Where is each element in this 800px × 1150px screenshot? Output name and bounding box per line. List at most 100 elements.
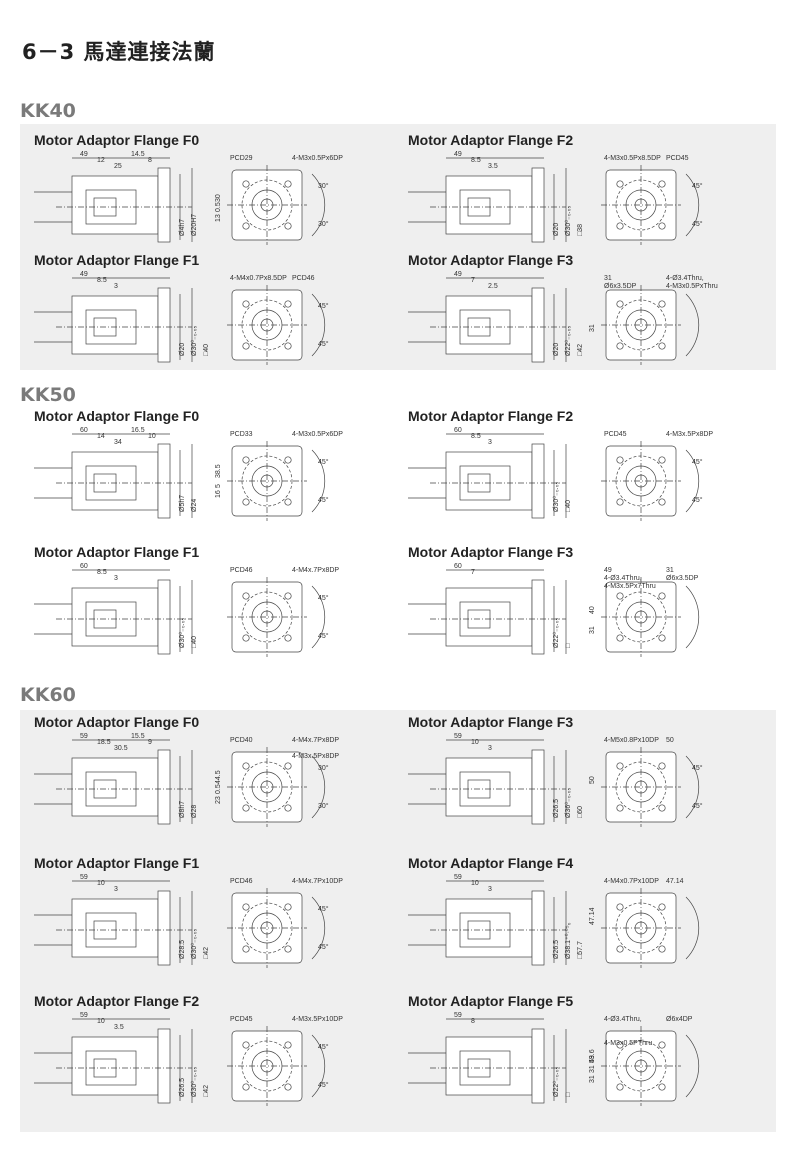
side-dimension-label: 9 bbox=[148, 739, 152, 746]
front-dimension-label: 0.5 bbox=[215, 202, 222, 212]
side-dimension-label: 60 bbox=[80, 563, 88, 570]
bolt-hole bbox=[242, 498, 250, 506]
bolt-hole bbox=[284, 804, 292, 812]
side-dimension-label: 59 bbox=[454, 1012, 462, 1019]
angle-label: 45° bbox=[318, 1043, 329, 1051]
angle-arc bbox=[685, 449, 700, 513]
side-dimension-label: 8.5 bbox=[471, 157, 481, 164]
angle-label: 30° bbox=[318, 182, 329, 190]
side-dimension-label: 25 bbox=[114, 163, 122, 170]
side-dimension-label: 10 bbox=[97, 880, 105, 887]
angle-label: 45° bbox=[318, 905, 329, 913]
front-callout-label: 4-M5x0.8Px10DP bbox=[604, 737, 659, 744]
angle-arc bbox=[685, 896, 700, 960]
bolt-hole bbox=[242, 456, 250, 464]
flange-title: Motor Adaptor Flange F1 bbox=[34, 855, 200, 871]
side-dimension-label: 8 bbox=[471, 1018, 475, 1025]
side-dimension-label: 10 bbox=[97, 1018, 105, 1025]
bolt-hole bbox=[284, 456, 292, 464]
front-callout-label: 47.14 bbox=[666, 878, 684, 885]
side-dimension-label: 3.5 bbox=[114, 1024, 124, 1031]
diameter-label: Ø8h7 bbox=[179, 801, 186, 818]
bolt-hole bbox=[658, 180, 666, 188]
angle-arc bbox=[311, 585, 326, 649]
front-callout-label: PCD46 bbox=[292, 275, 315, 282]
bolt-hole bbox=[242, 1041, 250, 1049]
diameter-label: Ø30⁰₋₀.₀₅ bbox=[564, 206, 572, 236]
angle-label: 45° bbox=[692, 802, 703, 810]
bolt-hole bbox=[616, 222, 624, 230]
angle-arc bbox=[685, 173, 700, 237]
flange-plate bbox=[531, 443, 545, 519]
front-callout-label: 4-Ø3.4Thru, bbox=[604, 1016, 642, 1023]
front-dimension-label: 47.14 bbox=[589, 907, 596, 925]
front-callout-label: 49 bbox=[604, 567, 612, 574]
bolt-hole bbox=[616, 903, 624, 911]
bolt-hole bbox=[616, 300, 624, 308]
bolt-hole bbox=[658, 1083, 666, 1091]
angle-arc bbox=[685, 1034, 700, 1098]
front-callout-label: Ø6x3.5DP bbox=[604, 283, 637, 290]
angle-label: 45° bbox=[318, 594, 329, 602]
bolt-hole bbox=[658, 804, 666, 812]
side-dimension-label: 49 bbox=[454, 271, 462, 278]
side-dimension-label: 3 bbox=[114, 575, 118, 582]
angle-arc bbox=[685, 293, 700, 357]
diameter-label: □40 bbox=[565, 500, 572, 512]
bolt-hole bbox=[284, 498, 292, 506]
page-title: 6－3 馬達連接法蘭 bbox=[22, 40, 216, 64]
flange-plate bbox=[531, 1028, 545, 1104]
bolt-hole bbox=[242, 300, 250, 308]
flange-title: Motor Adaptor Flange F3 bbox=[408, 544, 574, 560]
diameter-label: Ø4h7 bbox=[179, 219, 186, 236]
diameter-label: Ø30⁰₋₀.₀₅ bbox=[190, 326, 198, 356]
side-dimension-label: 10 bbox=[471, 880, 479, 887]
front-dimension-label: 31 bbox=[589, 324, 596, 332]
front-dimension-label: 38.5 bbox=[215, 464, 222, 478]
front-callout-label: 4-M4x0.7Px10DP bbox=[604, 878, 659, 885]
bolt-hole bbox=[242, 1083, 250, 1091]
side-dimension-label: 7 bbox=[471, 277, 475, 284]
diameter-label: Ø30⁰₋₀.₀₅ bbox=[552, 482, 560, 512]
front-callout-label: 4-M3x.5Px8DP bbox=[666, 431, 713, 438]
angle-label: 45° bbox=[692, 764, 703, 772]
bolt-hole bbox=[242, 804, 250, 812]
diameter-label: Ø22⁰₋₀.₀₅ bbox=[564, 326, 572, 356]
flange-title: Motor Adaptor Flange F4 bbox=[408, 855, 574, 871]
side-dimension-label: 59 bbox=[80, 1012, 88, 1019]
front-callout-label: 4-M4x.7Px10DP bbox=[292, 878, 343, 885]
bolt-hole bbox=[658, 222, 666, 230]
side-dimension-label: 8.5 bbox=[471, 433, 481, 440]
front-dimension-label: 23 bbox=[215, 796, 222, 804]
angle-arc bbox=[311, 173, 326, 237]
front-callout-label: PCD45 bbox=[604, 431, 627, 438]
bolt-hole bbox=[284, 342, 292, 350]
diameter-label: Ø26.5 bbox=[179, 1078, 186, 1097]
flange-title: Motor Adaptor Flange F2 bbox=[408, 132, 574, 148]
angle-label: 45° bbox=[692, 458, 703, 466]
diameter-label: □40 bbox=[191, 636, 198, 648]
bolt-hole bbox=[658, 498, 666, 506]
diameter-label: □57.7 bbox=[577, 941, 584, 959]
bolt-hole bbox=[616, 498, 624, 506]
diameter-label: Ø36⁰₋₀.₀₅ bbox=[564, 788, 572, 818]
front-dimension-label: 31 bbox=[589, 1065, 596, 1073]
diameter-label: Ø30⁰₋₀.₀₅ bbox=[190, 1067, 198, 1097]
front-callout-label: Ø6x3.5DP bbox=[666, 575, 699, 582]
bolt-hole bbox=[658, 456, 666, 464]
side-dimension-label: 3 bbox=[488, 886, 492, 893]
bolt-hole bbox=[242, 222, 250, 230]
front-callout-label: PCD33 bbox=[230, 431, 253, 438]
side-dimension-label: 8 bbox=[148, 157, 152, 164]
flange-title: Motor Adaptor Flange F2 bbox=[34, 993, 200, 1009]
bolt-hole bbox=[616, 945, 624, 953]
side-dimension-label: 8.5 bbox=[97, 277, 107, 284]
bolt-hole bbox=[242, 945, 250, 953]
front-dimension-label: 31 bbox=[589, 1075, 596, 1083]
side-dimension-label: 49 bbox=[80, 151, 88, 158]
bolt-hole bbox=[658, 592, 666, 600]
bolt-hole bbox=[616, 592, 624, 600]
